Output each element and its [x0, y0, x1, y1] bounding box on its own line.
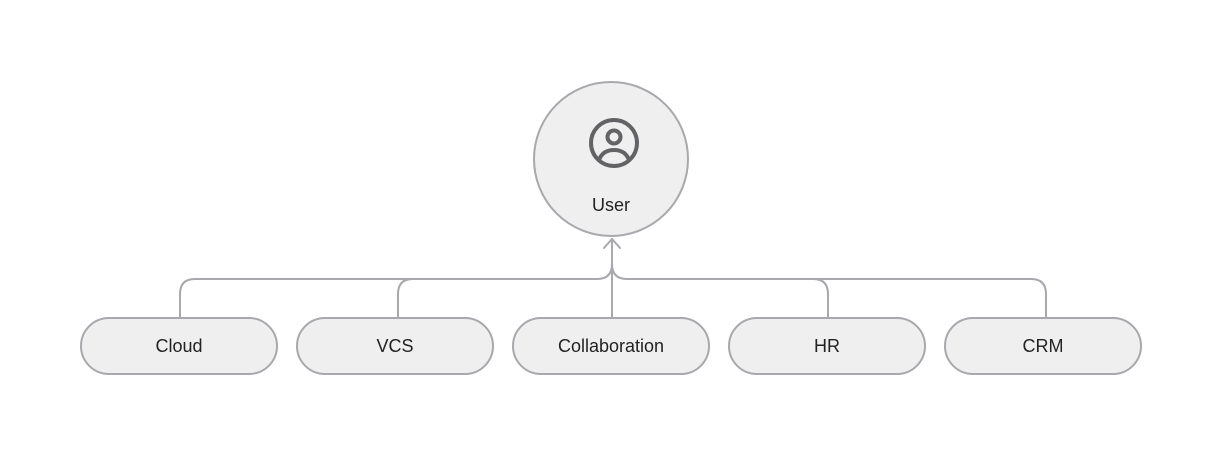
- connector-crm: [611, 263, 1047, 318]
- connector-vcs: [397, 278, 598, 318]
- source-node-vcs: VCS: [296, 317, 494, 375]
- connector-hr: [626, 278, 829, 318]
- source-node-collaboration: Collaboration: [512, 317, 710, 375]
- source-node-hr: HR: [728, 317, 926, 375]
- source-node-crm: CRM: [944, 317, 1142, 375]
- user-circle-icon: [589, 118, 639, 168]
- user-node: User: [533, 81, 689, 237]
- arrowhead: [603, 238, 621, 249]
- user-label: User: [591, 195, 630, 215]
- source-node-cloud: Cloud: [80, 317, 278, 375]
